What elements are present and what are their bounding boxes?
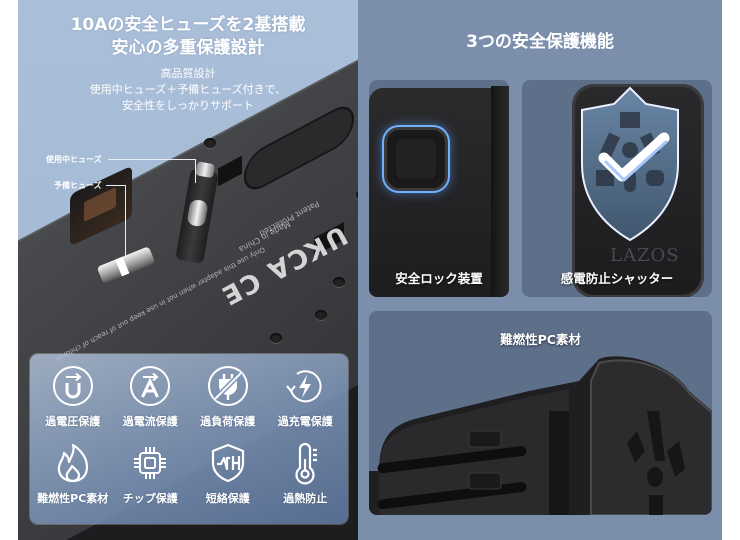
headline-line-2: 安心の多重保護設計 (111, 38, 265, 58)
shield-check-icon (581, 86, 679, 242)
feature-overload: 過負荷保護 (189, 364, 267, 429)
screw (315, 310, 327, 320)
feature-label: 過電流保護 (122, 415, 178, 428)
brand-logo: LAZOS (610, 245, 680, 266)
screw (356, 190, 358, 200)
headline-line-1: 10Aの安全ヒューズを2基搭載 (70, 15, 306, 35)
card-label: 感電防止シャッター (560, 271, 674, 286)
feature-label: 過熱防止 (283, 492, 328, 505)
feature-label: 過充電保護 (277, 415, 333, 428)
adapter-side-image (369, 88, 509, 297)
screw (204, 138, 216, 148)
feature-overheat: 過熱防止 (267, 441, 345, 506)
active-fuse-callout-line (108, 159, 196, 183)
card-label: 安全ロック装置 (395, 271, 483, 286)
subtext-line-1: 高品質設計 (160, 67, 216, 80)
screw (270, 333, 282, 343)
protection-features-box: 過電圧保護 過電流保護 過負荷保護 (30, 354, 348, 524)
short-circuit-shield-icon (211, 443, 244, 483)
overload-icon (207, 366, 248, 406)
card-label: 難燃性PC素材 (500, 332, 581, 347)
feature-label: 過負荷保護 (200, 415, 256, 428)
flame-retardant-card: 難燃性PC素材 (369, 311, 712, 515)
feature-overcharge: 過充電保護 (267, 364, 345, 429)
overcharge-icon (286, 370, 322, 403)
active-fuse-callout: 使用中ヒューズ (46, 155, 102, 164)
subtext-line-3: 安全性をしっかりサポート (122, 99, 254, 112)
fuse-feature-panel: Patent Protected Made in China UKCA CE O… (18, 0, 358, 540)
flame-icon (57, 443, 88, 483)
safety-features-panel: 3つの安全保護機能 安全ロック装置 LAZ (358, 0, 722, 540)
adapter-angled-image (369, 356, 712, 515)
shock-shutter-card: LAZOS 感電防止シャッター (522, 80, 712, 297)
feature-overcurrent: 過電流保護 (112, 364, 190, 429)
overcurrent-icon (130, 366, 171, 406)
adapter-edge (491, 86, 509, 297)
safety-lock-card: 安全ロック装置 (369, 80, 509, 297)
spare-fuse-callout: 予備ヒューズ (54, 181, 102, 190)
protection-features-grid: 過電圧保護 過電流保護 過負荷保護 (34, 364, 344, 506)
subtext-line-2: 使用中ヒューズ＋予備ヒューズ付きで、 (89, 83, 287, 96)
feature-short-circuit: 短絡保護 (189, 441, 267, 506)
screw (333, 277, 345, 287)
feature-label: 難燃性PC素材 (37, 492, 109, 505)
subtext: 高品質設計 使用中ヒューズ＋予備ヒューズ付きで、 安全性をしっかりサポート (18, 66, 358, 114)
thermometer-icon (295, 442, 318, 485)
feature-label: 過電圧保護 (45, 415, 101, 428)
feature-label: 短絡保護 (205, 492, 250, 505)
feature-flame-retardant: 難燃性PC素材 (34, 441, 112, 506)
feature-chip: チップ保護 (112, 441, 190, 506)
chip-icon (134, 447, 167, 479)
feature-overvoltage: 過電圧保護 (34, 364, 112, 429)
feature-label: チップ保護 (122, 492, 178, 505)
headline: 10Aの安全ヒューズを2基搭載 安心の多重保護設計 (18, 14, 358, 60)
lock-button-illustration (387, 130, 445, 188)
section-title: 3つの安全保護機能 (466, 32, 614, 52)
spare-fuse-callout-line (106, 185, 126, 257)
overvoltage-icon (52, 366, 93, 406)
